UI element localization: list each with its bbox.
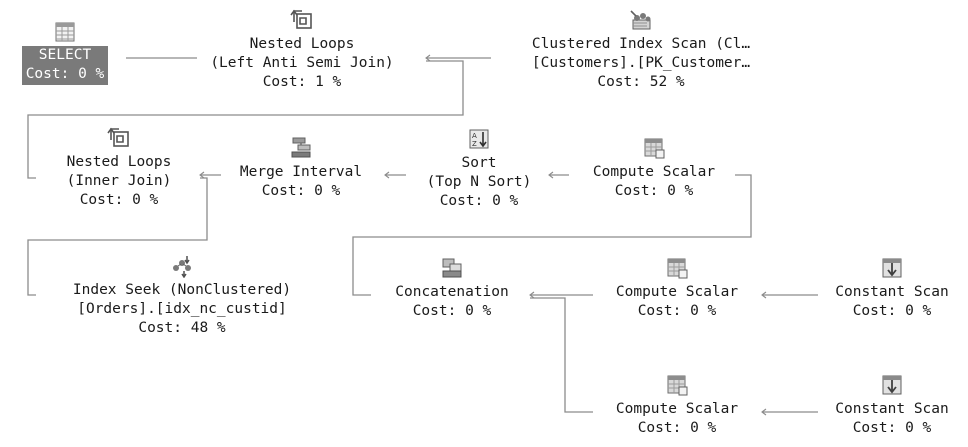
- plan-node-concatenation[interactable]: Concatenation Cost: 0 %: [376, 256, 528, 321]
- node-label-line: Compute Scalar: [615, 284, 739, 300]
- clustered-index-scan-icon: [630, 10, 651, 30]
- index-seek-icon: [173, 256, 191, 278]
- sort-icon: A Z: [469, 129, 489, 149]
- node-label-line: Nested Loops: [249, 36, 355, 52]
- node-label-line: Constant Scan: [835, 284, 949, 300]
- plan-node-constant-scan[interactable]: Constant Scan Cost: 0 %: [818, 256, 966, 321]
- select-icon: [55, 22, 75, 42]
- node-cost: Cost: 0 %: [412, 303, 492, 319]
- plan-node-compute-scalar[interactable]: Compute Scalar Cost: 0 %: [596, 256, 758, 321]
- plan-node-merge-interval[interactable]: Merge Interval Cost: 0 %: [218, 136, 384, 201]
- node-cost: Cost: 0 %: [261, 183, 341, 199]
- compute-scalar-icon: [667, 258, 688, 279]
- connector-compute-scalar-concatenation: [352, 174, 752, 296]
- node-label-line: Compute Scalar: [592, 164, 716, 180]
- node-label-line: [Orders].[idx_nc_custid]: [77, 301, 287, 317]
- node-label-line: Index Seek (NonClustered): [72, 282, 292, 298]
- node-label-line: (Inner Join): [66, 173, 172, 189]
- nested-loops-icon: [290, 9, 312, 29]
- node-cost: Cost: 0 %: [852, 420, 932, 436]
- node-cost: Cost: 52 %: [597, 74, 685, 90]
- node-label-line: Constant Scan: [835, 401, 949, 417]
- plan-node-sort[interactable]: A Z Sort (Top N Sort) Cost: 0 %: [406, 127, 552, 211]
- node-cost: Cost: 0 %: [439, 193, 519, 209]
- plan-node-nested-loops-inner-join[interactable]: Nested Loops (Inner Join) Cost: 0 %: [44, 126, 194, 210]
- connector-nested-loops-inner: [27, 60, 464, 179]
- connector-inner-index-seek: [27, 177, 208, 296]
- merge-interval-icon: [291, 137, 311, 158]
- select-label-box: SELECT Cost: 0 %: [21, 46, 109, 85]
- node-cost: Cost: 48 %: [138, 320, 226, 336]
- concatenation-icon: [442, 258, 462, 278]
- node-label-line: SELECT: [38, 47, 92, 63]
- connector-concatenation-compute-scalar-3: [530, 297, 593, 413]
- node-cost: Cost: 0 %: [25, 66, 105, 82]
- svg-text:A: A: [472, 132, 477, 140]
- node-cost: Cost: 1 %: [262, 74, 342, 90]
- node-cost: Cost: 0 %: [637, 303, 717, 319]
- nested-loops-icon: [107, 127, 129, 147]
- compute-scalar-icon: [644, 138, 665, 159]
- node-label-line: Clustered Index Scan (Cl…: [531, 36, 751, 52]
- plan-node-constant-scan[interactable]: Constant Scan Cost: 0 %: [818, 373, 966, 438]
- plan-node-clustered-index-scan[interactable]: Clustered Index Scan (Cl… [Customers].[P…: [490, 8, 792, 92]
- plan-node-select[interactable]: SELECT Cost: 0 %: [8, 20, 122, 85]
- constant-scan-icon: [882, 258, 902, 278]
- node-label-line: Concatenation: [395, 284, 509, 300]
- node-label-line: Nested Loops: [66, 154, 172, 170]
- node-cost: Cost: 0 %: [637, 420, 717, 436]
- node-label-line: [Customers].[PK_Customer…: [531, 55, 751, 71]
- plan-node-index-seek[interactable]: Index Seek (NonClustered) [Orders].[idx_…: [40, 254, 324, 338]
- node-cost: Cost: 0 %: [79, 192, 159, 208]
- compute-scalar-icon: [667, 375, 688, 396]
- node-label-line: (Top N Sort): [426, 174, 532, 190]
- node-label-line: Compute Scalar: [615, 401, 739, 417]
- node-cost: Cost: 0 %: [614, 183, 694, 199]
- node-label-line: (Left Anti Semi Join): [210, 55, 394, 71]
- svg-text:Z: Z: [472, 140, 477, 148]
- plan-node-nested-loops-left-anti-semi-join[interactable]: Nested Loops (Left Anti Semi Join) Cost:…: [186, 8, 418, 92]
- node-label-line: Merge Interval: [239, 164, 363, 180]
- constant-scan-icon: [882, 375, 902, 395]
- node-label-line: Sort: [461, 155, 497, 171]
- plan-node-compute-scalar[interactable]: Compute Scalar Cost: 0 %: [572, 136, 736, 201]
- plan-node-compute-scalar[interactable]: Compute Scalar Cost: 0 %: [596, 373, 758, 438]
- node-cost: Cost: 0 %: [852, 303, 932, 319]
